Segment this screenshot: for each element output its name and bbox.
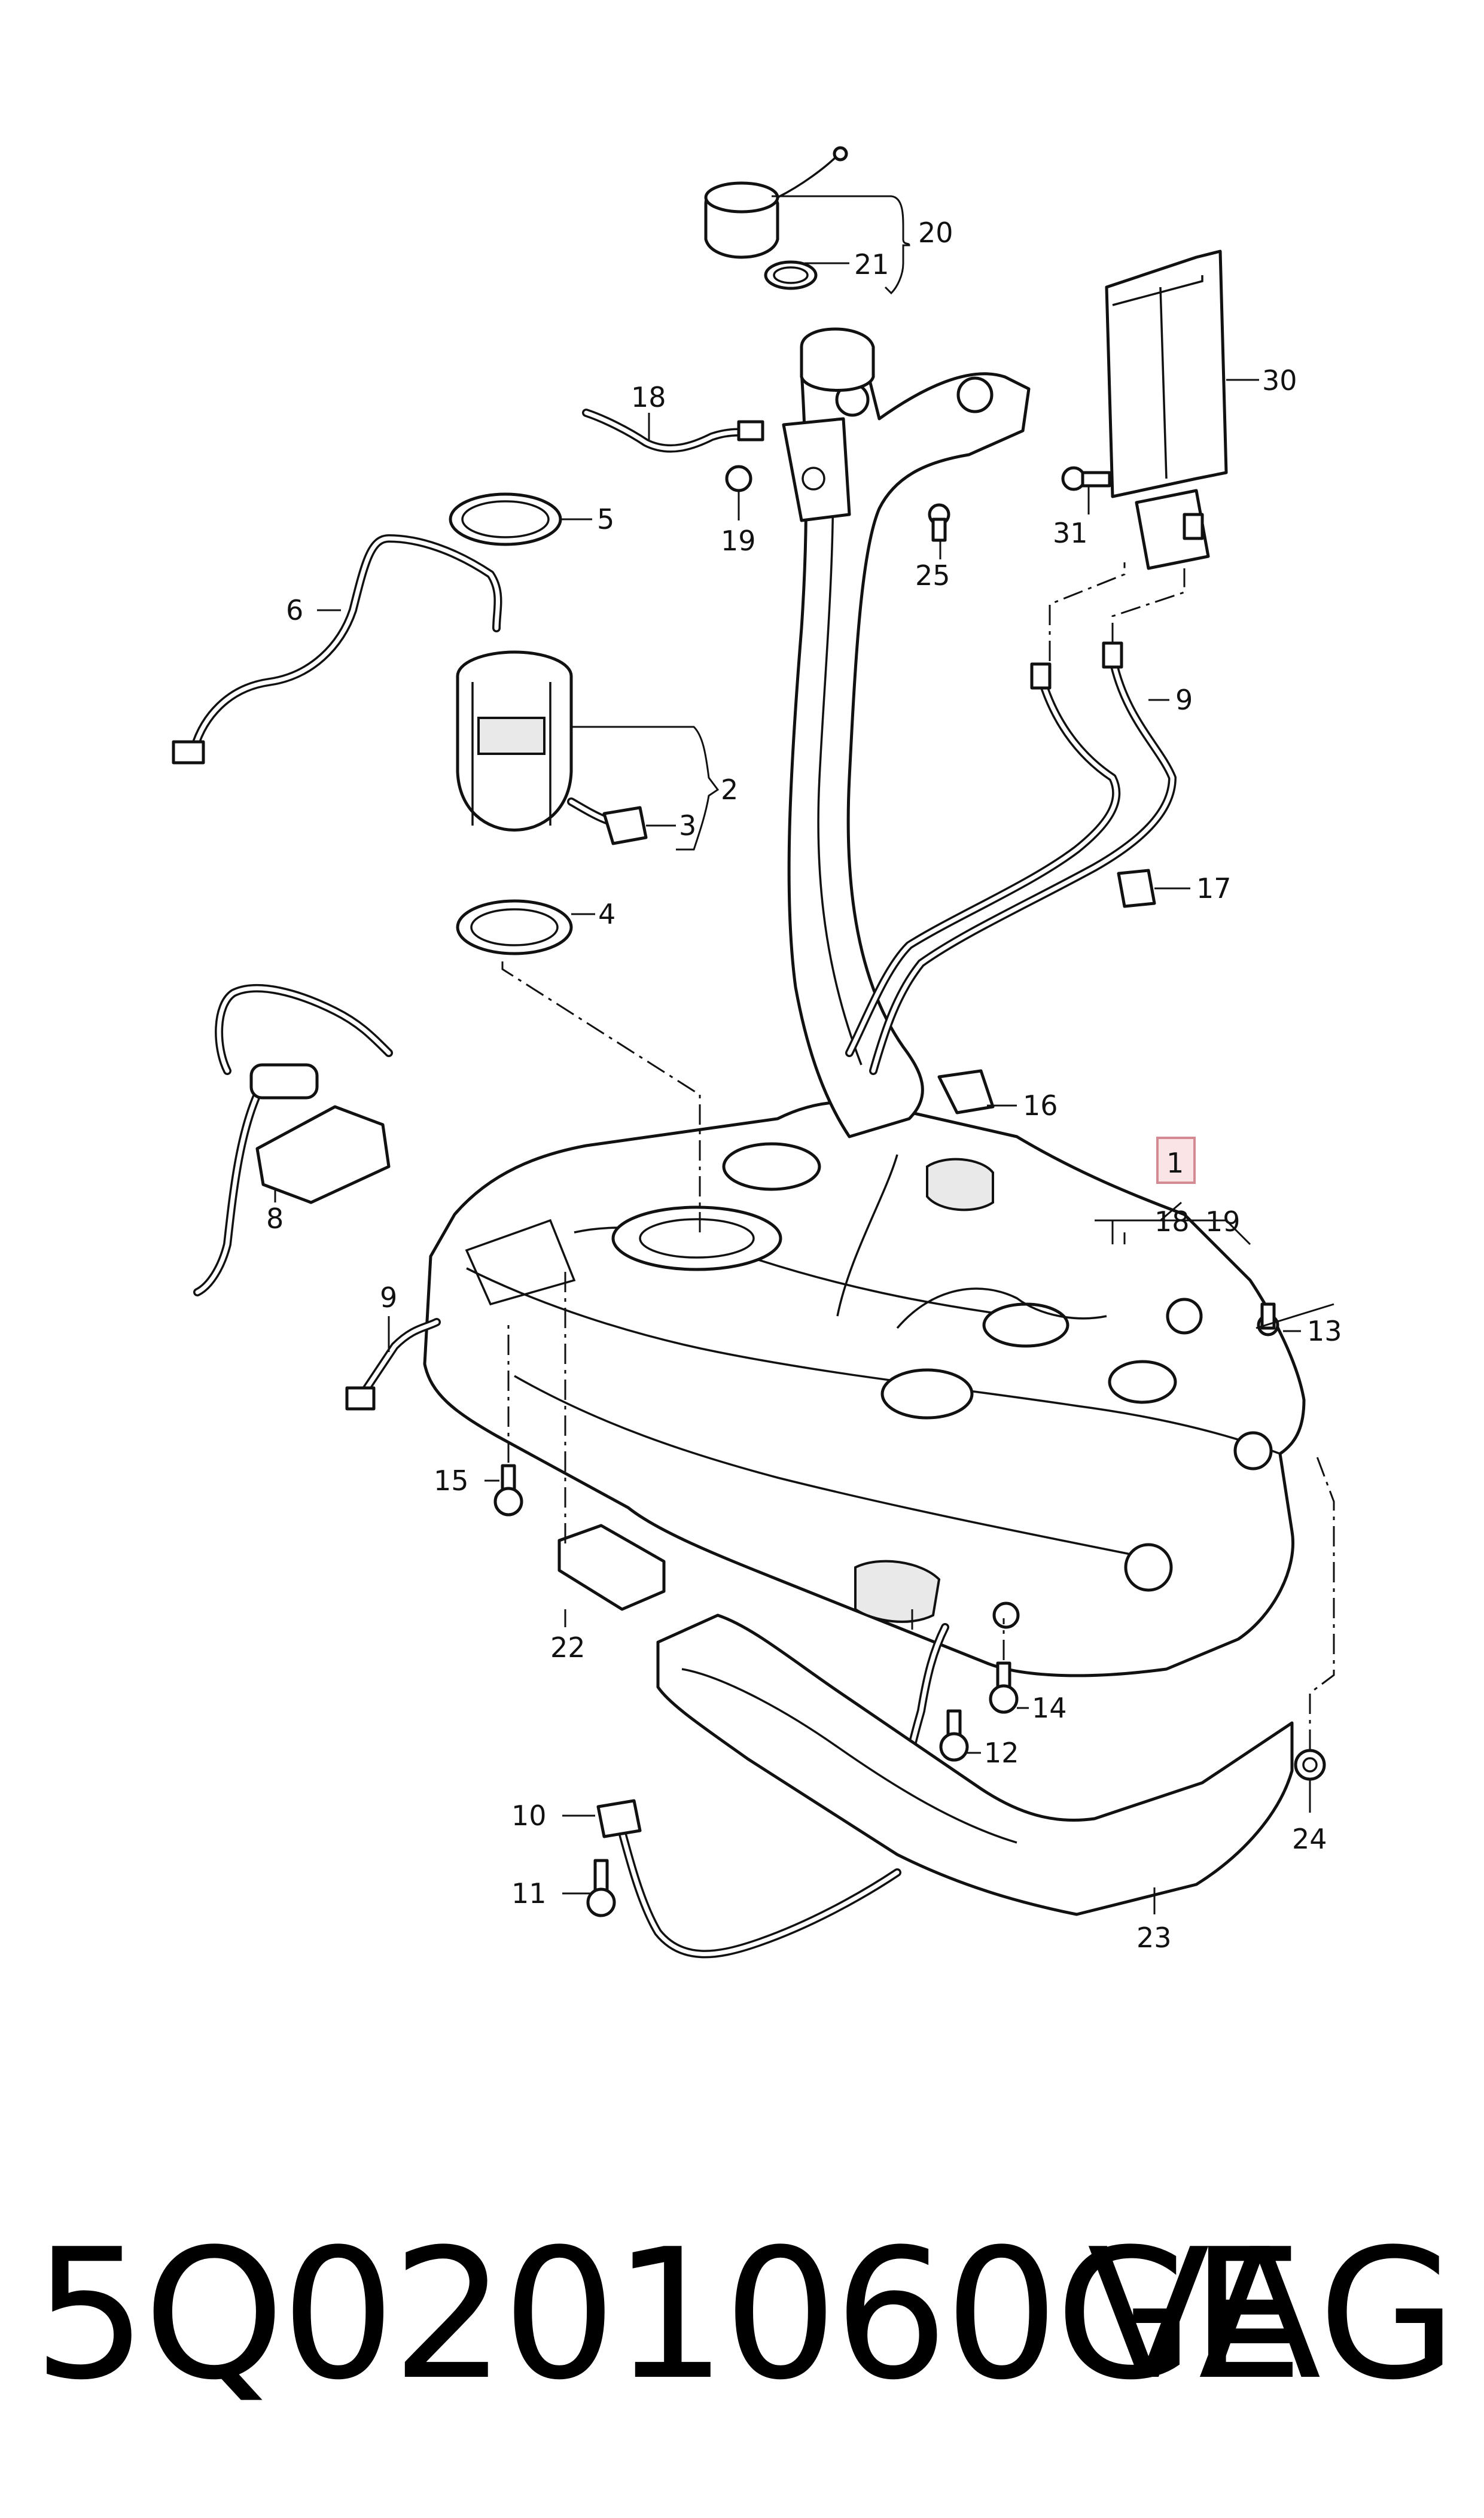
callout-2: 2 <box>721 774 738 806</box>
callout-24: 24 <box>1292 1823 1327 1855</box>
fuel-pump-module <box>449 492 648 955</box>
callout-17: 17 <box>1196 872 1232 905</box>
brand-label: VAG <box>1087 2211 1457 2419</box>
filler-neck <box>782 327 1031 1138</box>
callout-15: 15 <box>434 1464 469 1497</box>
fuel-tank-exploded-diagram: 20 21 18 30 5 19 31 25 6 9 2 3 17 4 16 8… <box>172 146 1342 1959</box>
callout-22: 22 <box>550 1631 586 1664</box>
leader-lines <box>274 195 1334 1914</box>
callout-18-tank: 18 <box>1154 1205 1190 1238</box>
callout-13: 13 <box>1307 1315 1342 1347</box>
callout-8: 8 <box>266 1202 284 1235</box>
wiring-harness-18 <box>582 409 764 453</box>
bolt-25 <box>928 503 950 542</box>
callout-19-tank: 19 <box>1205 1205 1241 1238</box>
bolt-31 <box>1061 466 1111 491</box>
callout-5: 5 <box>597 503 614 535</box>
callout-6: 6 <box>286 594 303 626</box>
callout-10: 10 <box>511 1800 547 1832</box>
fuel-cap <box>704 146 848 259</box>
vent-line-9-left <box>345 1318 441 1411</box>
bolt-13 <box>1257 1302 1279 1336</box>
callout-9-left: 9 <box>380 1281 397 1314</box>
callout-23: 23 <box>1136 1922 1172 1954</box>
callout-4: 4 <box>598 898 615 930</box>
callout-12: 12 <box>984 1737 1019 1769</box>
filler-seal-ring <box>764 260 818 290</box>
callout-16: 16 <box>1023 1089 1058 1122</box>
assembly-lines <box>501 562 1335 1750</box>
vent-lines-9 <box>845 641 1177 1075</box>
fuel-tank <box>423 1100 1306 1677</box>
part-number: 5Q0201060GE <box>33 2211 1304 2419</box>
highlight-box <box>1156 1137 1196 1184</box>
grommet-19 <box>725 465 752 492</box>
callout-31: 31 <box>1053 517 1088 549</box>
bolt-15 <box>493 1464 523 1517</box>
callout-19: 19 <box>721 525 756 557</box>
tank-straps <box>596 1623 949 1959</box>
callout-11: 11 <box>511 1877 547 1910</box>
callout-3: 3 <box>679 809 696 842</box>
bracket-22 <box>557 1524 666 1611</box>
fuel-line-6 <box>172 534 502 765</box>
callout-21: 21 <box>854 248 889 281</box>
callout-18: 18 <box>631 381 666 413</box>
callout-1: 1 <box>1166 1147 1184 1179</box>
heat-shield-23 <box>656 1613 1294 1916</box>
callout-9-top: 9 <box>1175 684 1193 716</box>
bolt-12 <box>939 1709 969 1762</box>
callout-30: 30 <box>1262 364 1297 397</box>
bolt-14 <box>989 1661 1019 1714</box>
fuel-pump-control-unit-8 <box>193 984 393 1296</box>
callout-25: 25 <box>915 559 950 592</box>
clip-17 <box>1117 869 1156 908</box>
callout-20: 20 <box>918 217 953 249</box>
callout-14: 14 <box>1032 1692 1067 1724</box>
carbon-canister <box>1105 249 1228 570</box>
bolt-11 <box>586 1859 616 1917</box>
callout-labels: 20 21 18 30 5 19 31 25 6 9 2 3 17 4 16 8… <box>266 217 1342 1954</box>
clip-16 <box>937 1069 995 1115</box>
nut-24 <box>1294 1749 1326 1781</box>
